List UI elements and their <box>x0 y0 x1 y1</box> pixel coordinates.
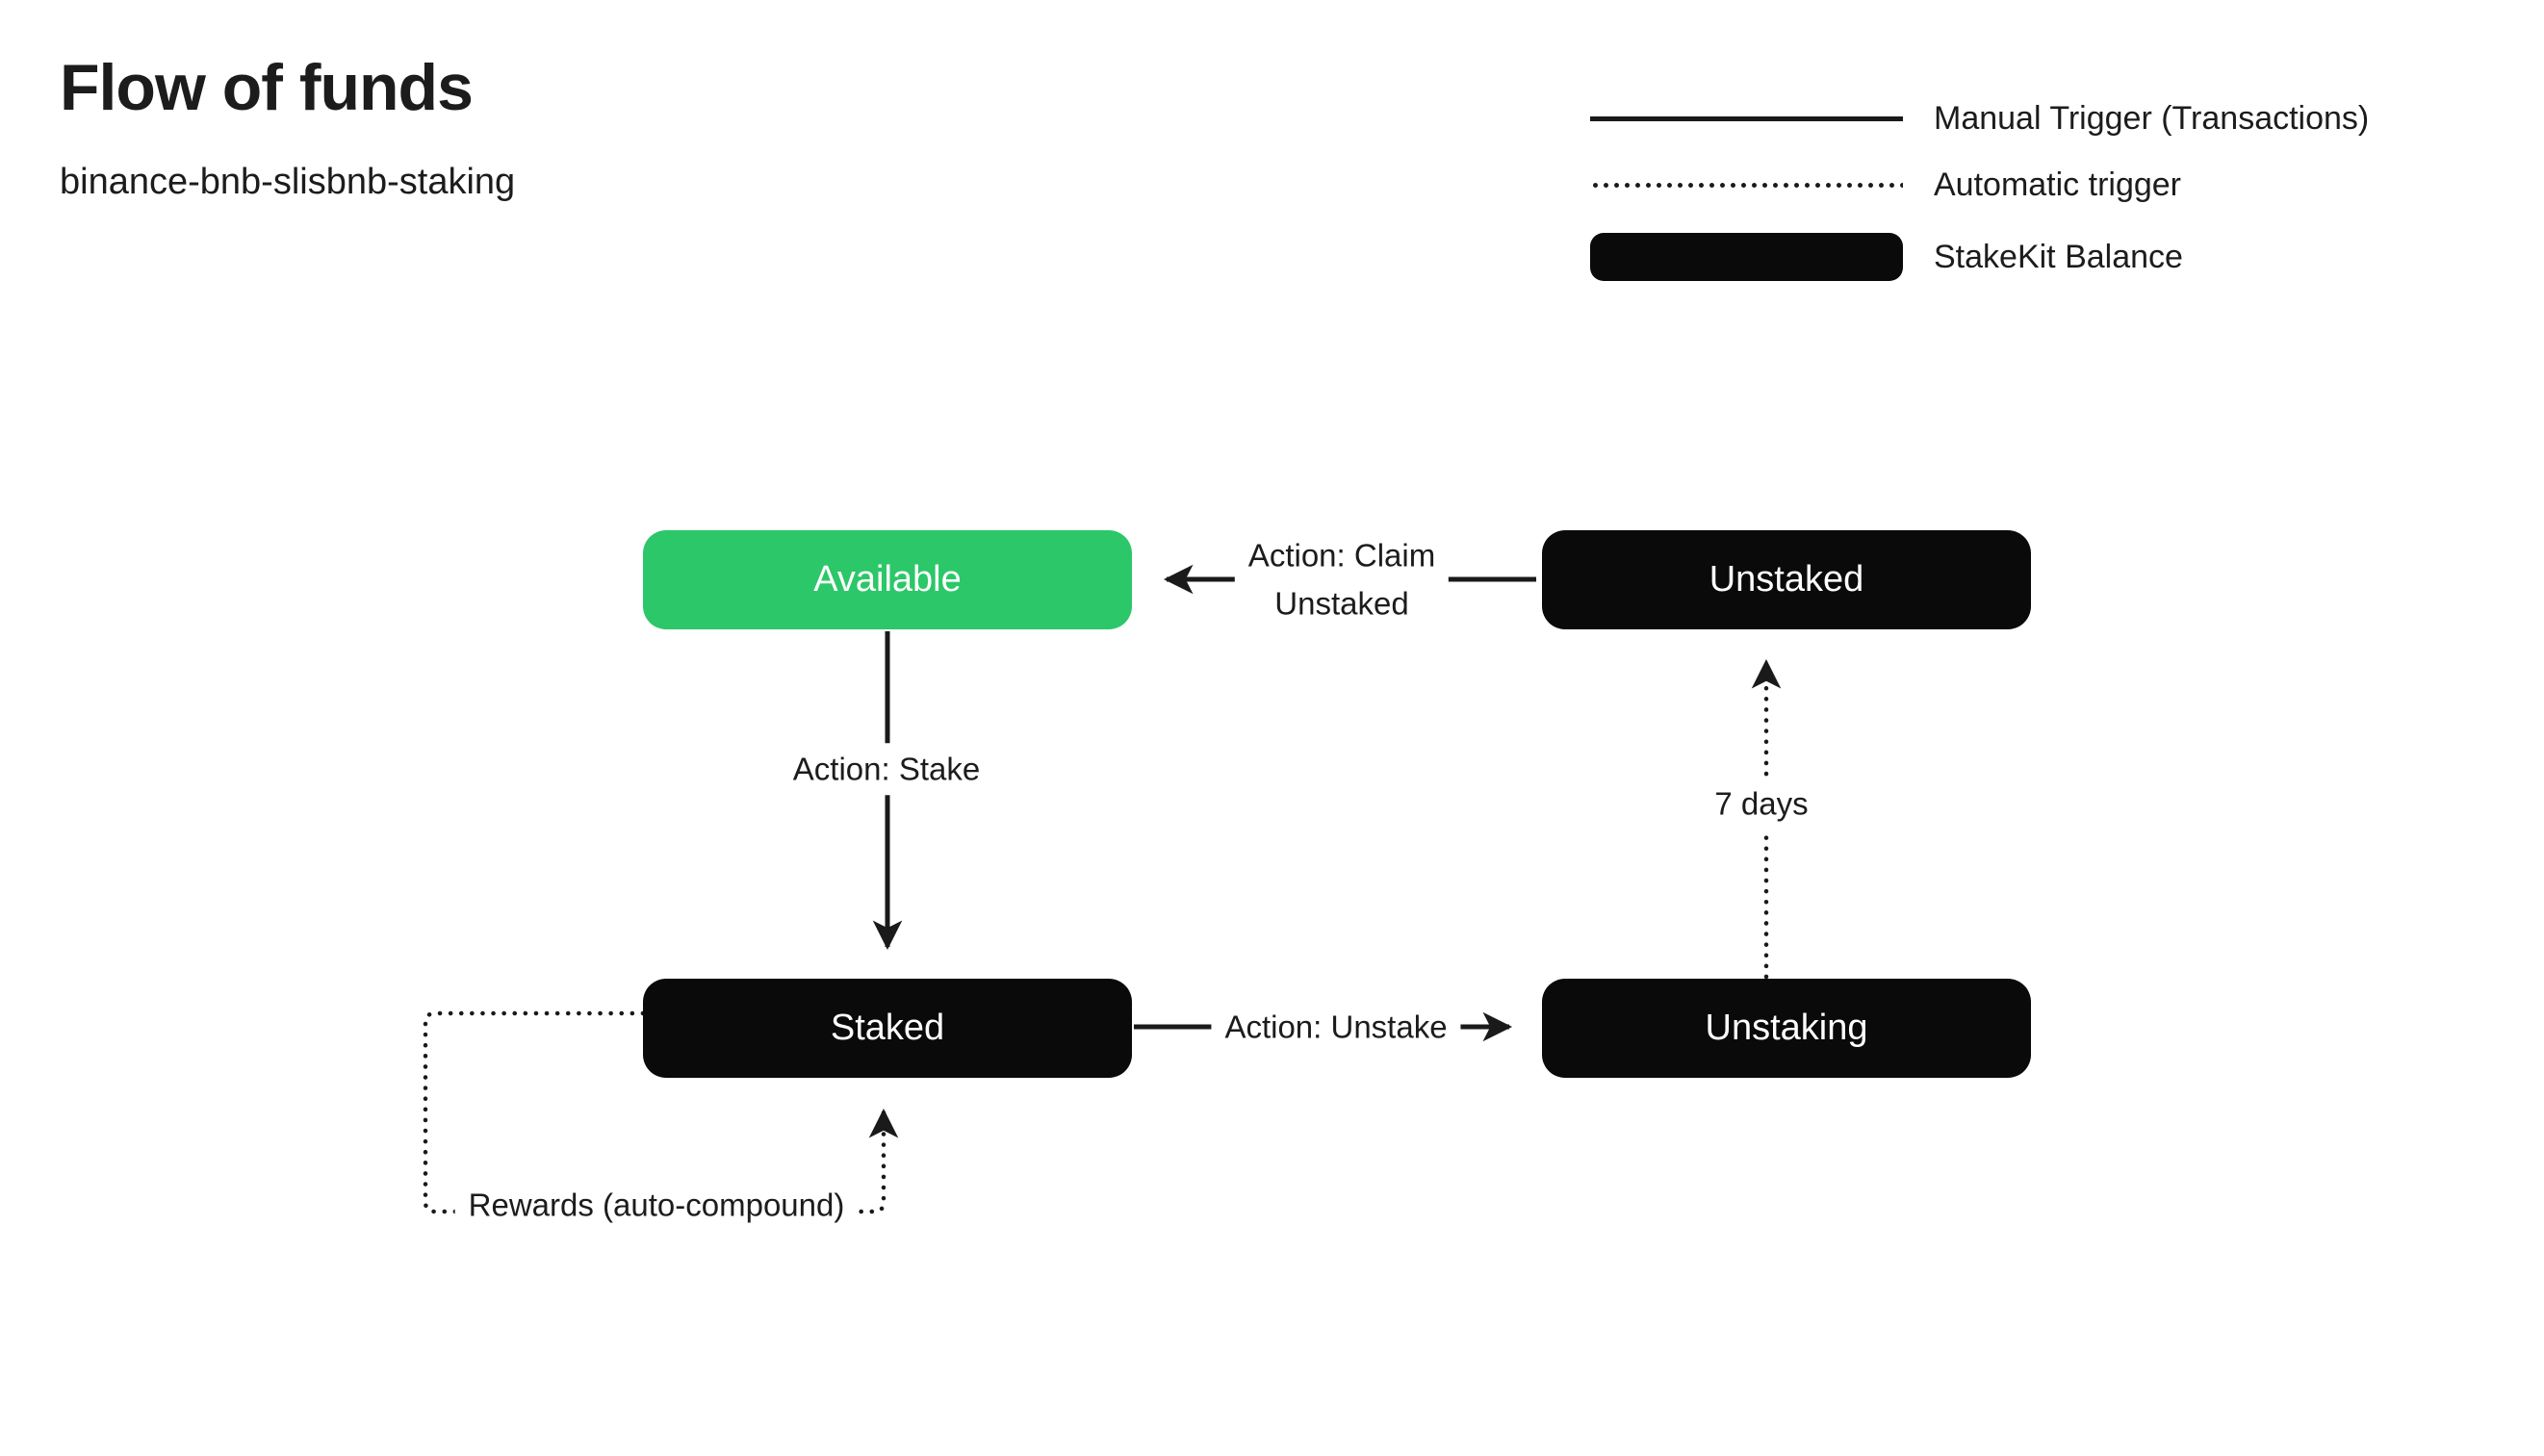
edge-label-line: Unstaked <box>1274 585 1409 621</box>
node-label: Unstaking <box>1705 1008 1868 1048</box>
legend-item-stakekit-balance: StakeKit Balance <box>1590 230 2456 284</box>
integration-id: binance-bnb-slisbnb-staking <box>60 162 516 202</box>
edge-label-stake: Action: Stake <box>779 743 994 795</box>
legend-item-manual-trigger: Manual Trigger (Transactions) <box>1590 91 2456 145</box>
node-label: Staked <box>830 1008 945 1048</box>
node-available: Available <box>643 530 1132 629</box>
legend-label: StakeKit Balance <box>1934 238 2183 275</box>
edge-label-rewards: Rewards (auto-compound) <box>454 1179 859 1231</box>
balance-pill-swatch <box>1590 233 1903 281</box>
solid-line-swatch <box>1590 115 1903 121</box>
node-unstaked: Unstaked <box>1542 530 2031 629</box>
node-staked: Staked <box>643 979 1132 1078</box>
node-label: Available <box>813 559 962 600</box>
legend-label: Manual Trigger (Transactions) <box>1934 99 2370 137</box>
edge-label-unstake: Action: Unstake <box>1211 1001 1461 1053</box>
node-unstaking: Unstaking <box>1542 979 2031 1078</box>
legend-label: Automatic trigger <box>1934 166 2181 203</box>
edge-rewards-loop-arrow <box>423 1010 899 1214</box>
edge-label-7-days: 7 days <box>1701 778 1822 830</box>
legend: Manual Trigger (Transactions) Automatic … <box>1590 91 2456 284</box>
edge-label-line: Action: Claim <box>1247 537 1436 574</box>
node-label: Unstaked <box>1709 559 1864 600</box>
dotted-line-swatch <box>1590 182 1903 188</box>
edge-label-claim-unstaked: Action: Claim Unstaked <box>1234 529 1450 629</box>
page-title: Flow of funds <box>60 51 474 124</box>
legend-item-automatic-trigger: Automatic trigger <box>1590 158 2456 212</box>
